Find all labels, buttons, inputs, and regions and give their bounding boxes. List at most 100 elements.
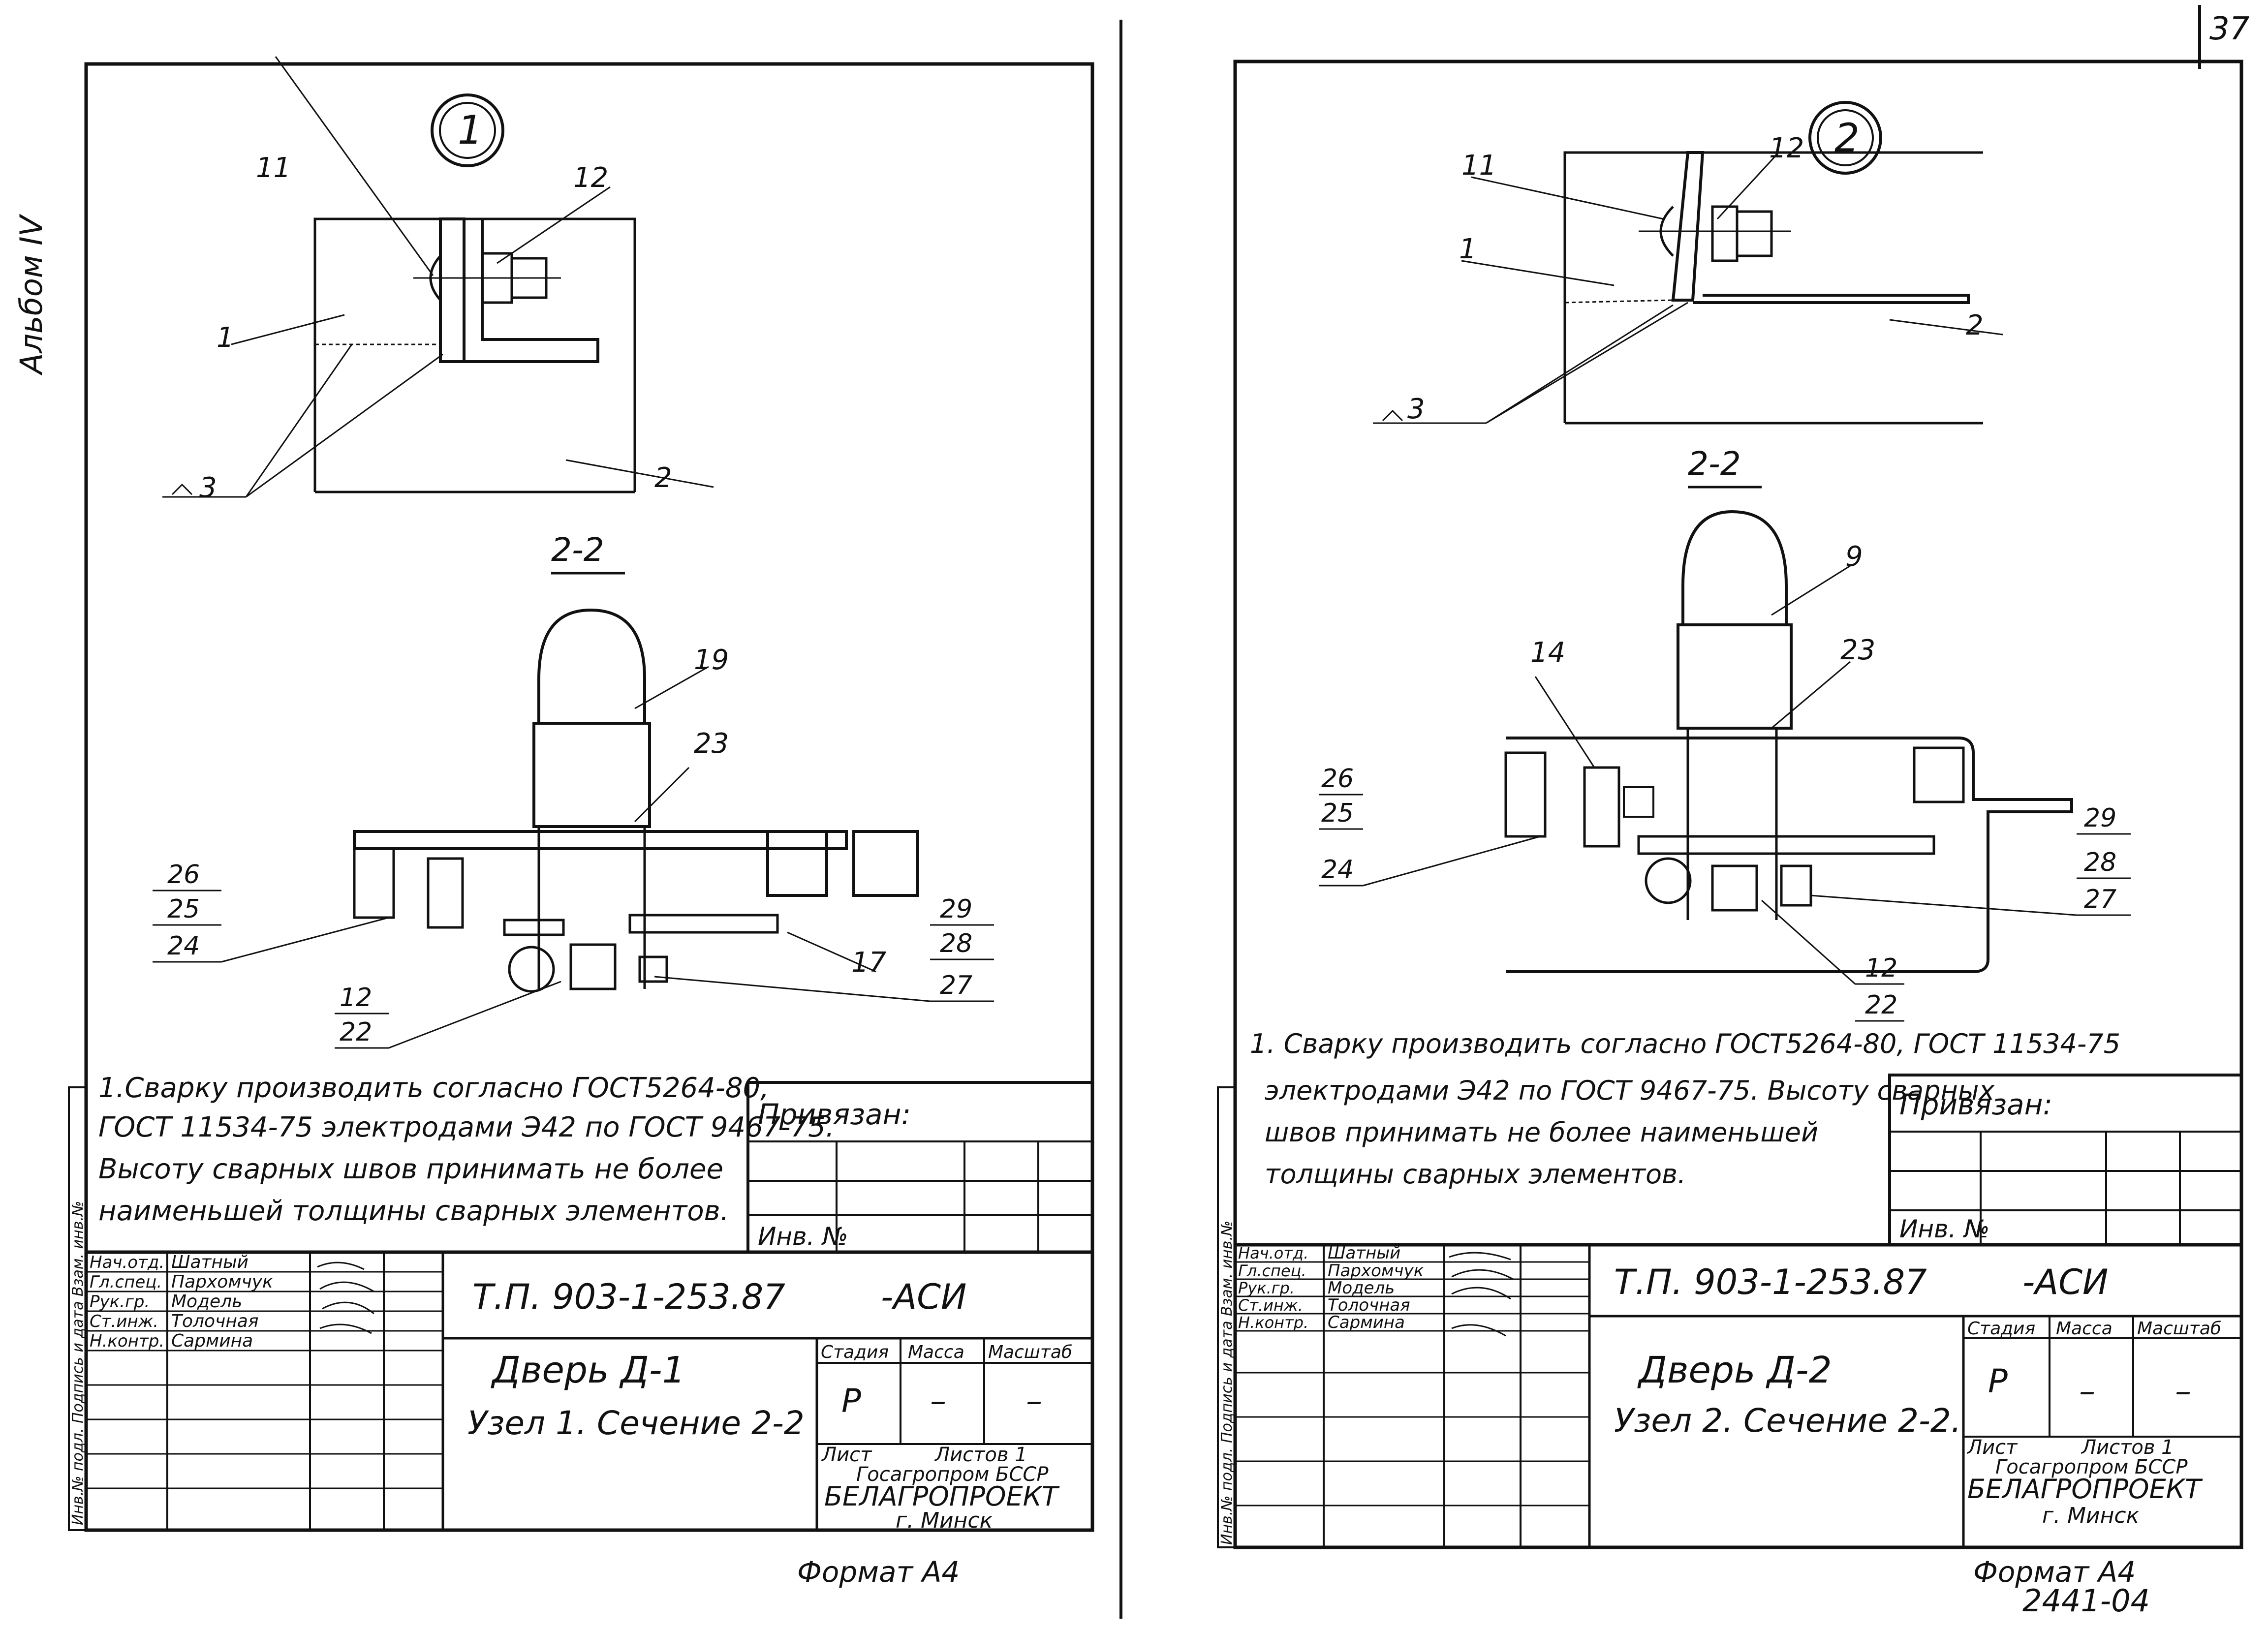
inv-no: Инв. № [758,1222,848,1251]
note-line-3: швов принимать не более наименьшей [1265,1117,1818,1148]
role-1: Нач.отд. [1238,1244,1308,1262]
doc-suffix: -АСИ [2022,1262,2108,1302]
weld-mark: 3 [199,472,217,504]
callout-25: 25 [1321,799,1354,828]
binding-block: Привязан: Инв. № [1888,1074,2243,1246]
album-label: Альбом IV [13,213,49,376]
role-4: Ст.инж. [1238,1296,1303,1315]
page-number: 37 [2209,11,2250,47]
notes: 1. Сварку производить согласно ГОСТ5264-… [1250,1028,2120,1190]
callout-24: 24 [1321,855,1354,885]
section-label: 2-2 [1688,445,1741,483]
format-label: Формат А4 [1973,1555,2136,1589]
bottom-code: 2441-04 [2022,1583,2150,1619]
inv-no: Инв. № [1899,1215,1989,1243]
signatures [1449,1252,1514,1337]
role-2: Гл.спец. [1238,1261,1306,1280]
callout-19: 19 [694,644,729,676]
org-line-1: Госагропром БССР [1995,1456,2188,1478]
note-line-1: 1.Сварку производить согласно ГОСТ5264-8… [98,1072,769,1104]
sheet-label: Лист [1966,1436,2018,1459]
callout-2: 2 [654,462,672,494]
node-marker [1808,101,1882,175]
callout-12: 12 [573,162,608,194]
title-line-1: Дверь Д-1 [491,1349,685,1391]
callout-12: 12 [1769,132,1804,164]
title-line-2: Узел 1. Сечение 2-2 [467,1404,805,1442]
node-marker [431,93,504,167]
name-3: Модель [1328,1278,1395,1298]
callout-26: 26 [1321,764,1354,794]
col-stage: Стадия [821,1342,889,1362]
callout-12b: 12 [1865,953,1897,983]
note-line-4: толщины сварных элементов. [1265,1159,1686,1190]
privyazan: Привязан: [758,1098,911,1131]
org-line-3: г. Минск [896,1508,993,1533]
org-line-1: Госагропром БССР [856,1463,1049,1486]
role-1: Нач.отд. [90,1253,164,1272]
sheets-label: Листов 1 [934,1444,1027,1466]
role-4: Ст.инж. [90,1312,158,1331]
doc-code: Т.П. 903-1-253.87 [472,1277,785,1317]
col-mass: Масса [908,1342,964,1362]
name-5: Сармина [171,1331,253,1351]
sheet-2: 2 11 12 1 2 3 2-2 [1217,60,2243,1589]
note-line-2: электродами Э42 по ГОСТ 9467-75. Высоту … [1265,1075,1995,1106]
callout-2: 2 [1966,309,1984,341]
format-label: Формат А4 [797,1555,960,1589]
node-number: 1 [458,107,483,153]
col-stage: Стадия [1967,1319,2035,1339]
role-5: Н.контр. [90,1331,164,1351]
side-stamp: Инв.№ подл. Подпись и дата Взам. инв.№ [69,1201,87,1525]
node-number: 2 [1834,115,1860,161]
callout-27: 27 [2084,885,2116,914]
name-4: Толочная [1328,1295,1410,1315]
org-line-2: БЕЛАГРОПРОЕКТ [824,1481,1060,1512]
role-2: Гл.спец. [90,1272,162,1292]
callout-29: 29 [940,894,972,924]
side-stamp: Инв.№ подл. Подпись и дата Взам. инв.№ [1218,1221,1236,1545]
org-line-2: БЕЛАГРОПРОЕКТ [1967,1474,2203,1505]
sheet-1: 1 11 12 1 2 3 2-2 [68,56,1094,1589]
top-detail: 11 12 1 2 3 [162,56,714,504]
privyazan: Привязан: [1899,1088,2052,1121]
section-drawing: 2-2 19 23 17 2 [153,531,994,1049]
col-scale: Масштаб [988,1342,1072,1362]
name-1: Шатный [171,1252,249,1272]
title-line-1: Дверь Д-2 [1637,1349,1832,1391]
stage-value: Р [841,1382,861,1420]
role-3: Рук.гр. [1238,1279,1295,1297]
title-block: Нач.отд. Гл.спец. Рук.гр. Ст.инж. Н.конт… [84,1250,1094,1533]
col-scale: Масштаб [2137,1319,2221,1339]
binding-block: Привязан: Инв. № [746,1081,1094,1254]
scale-value: – [1026,1382,1042,1420]
callout-24: 24 [167,931,200,961]
callout-1: 1 [217,322,234,354]
role-5: Н.контр. [1238,1313,1308,1332]
callout-28: 28 [940,929,972,958]
section-drawing: 2-2 9 14 23 26 25 [1319,445,2131,1022]
callout-28: 28 [2084,848,2116,877]
notes: 1.Сварку производить согласно ГОСТ5264-8… [98,1072,835,1227]
callout-14: 14 [1530,637,1565,669]
callout-29: 29 [2084,803,2116,833]
note-line-4: наименьшей толщины сварных элементов. [98,1195,729,1227]
callout-23: 23 [694,728,729,760]
name-3: Модель [171,1292,242,1312]
callout-22: 22 [340,1017,372,1047]
callout-27: 27 [940,971,972,1000]
role-3: Рук.гр. [90,1292,150,1312]
name-5: Сармина [1328,1313,1405,1332]
note-line-3: Высоту сварных швов принимать не более [98,1153,723,1185]
callout-25: 25 [167,894,200,924]
section-label: 2-2 [551,531,604,569]
weld-mark: 3 [1407,393,1425,425]
callout-1: 1 [1459,233,1477,265]
doc-code: Т.П. 903-1-253.87 [1614,1262,1927,1302]
name-1: Шатный [1328,1243,1400,1263]
callout-22: 22 [1865,990,1897,1020]
callout-12b: 12 [340,983,372,1013]
mass-value: – [2079,1372,2095,1410]
callout-17: 17 [851,947,887,979]
